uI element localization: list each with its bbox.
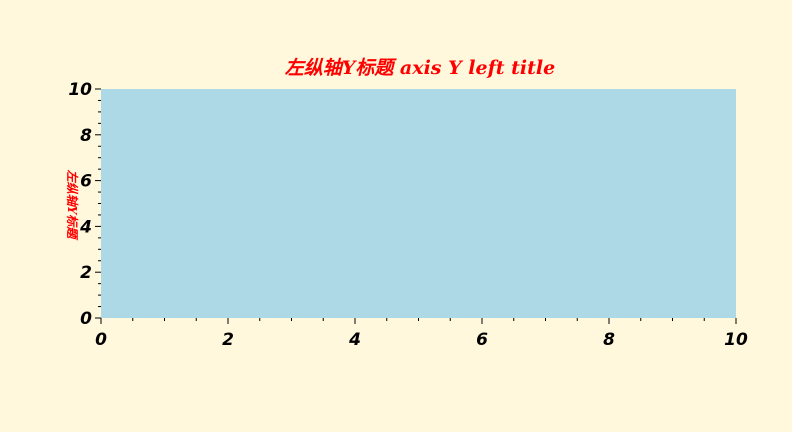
x-tick-label: 0	[95, 330, 107, 350]
x-tick-label: 2	[222, 330, 234, 350]
chart-title: 左纵轴Y标题 axis Y left title	[285, 57, 555, 79]
y-axis-label: 左纵轴Y标题	[65, 170, 79, 242]
x-tick-label: 10	[724, 330, 748, 350]
x-tick-label: 4	[348, 330, 361, 350]
y-tick-label: 4	[79, 217, 92, 237]
x-tick-label: 8	[603, 330, 615, 350]
plot-area	[101, 89, 736, 318]
y-tick-label: 0	[80, 309, 92, 329]
y-axis: 0 2 4 6 8 10	[68, 80, 101, 329]
y-tick-label: 6	[80, 172, 92, 192]
y-tick-label: 10	[68, 80, 92, 100]
y-tick-label: 8	[80, 126, 92, 146]
y-tick-label: 2	[80, 263, 92, 283]
x-axis: 0 2 4 6 8 10	[95, 318, 748, 350]
x-tick-label: 6	[476, 330, 488, 350]
